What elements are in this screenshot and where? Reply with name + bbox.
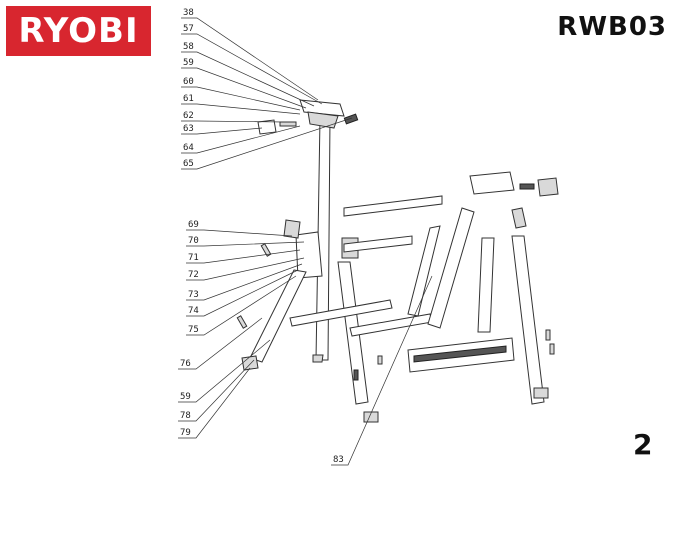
callout-76: 76 xyxy=(180,359,191,369)
callout-59: 59 xyxy=(183,58,194,68)
screw-2 xyxy=(236,315,248,329)
callout-75: 75 xyxy=(188,325,199,335)
callout-60: 60 xyxy=(183,77,194,87)
callout-78: 78 xyxy=(180,411,191,421)
screw-3 xyxy=(353,369,359,381)
right-assembly xyxy=(377,171,559,405)
top-board xyxy=(343,195,443,217)
left-assembly xyxy=(236,99,443,423)
callout-79: 79 xyxy=(180,428,191,438)
right-screw-2 xyxy=(549,343,555,355)
clamp-screw xyxy=(279,121,297,127)
callout-83: 83 xyxy=(333,455,344,465)
callout-labels: 38 57 58 59 60 61 62 63 64 65 69 70 71 7… xyxy=(180,8,344,465)
page-number: 2 xyxy=(633,428,653,461)
right-inner-leg xyxy=(407,225,441,317)
hinge-block xyxy=(295,231,323,279)
right-screw-3 xyxy=(377,355,383,365)
right-clamp-screw xyxy=(519,183,535,190)
work-tray-slot xyxy=(413,345,507,363)
lower-rail xyxy=(289,299,393,327)
ryobi-logo: RYOBI xyxy=(6,6,151,56)
callout-59b: 59 xyxy=(180,392,191,402)
top-pin xyxy=(343,113,359,125)
callout-61: 61 xyxy=(183,94,194,104)
upper-rail xyxy=(343,235,413,253)
right-outer-leg xyxy=(511,235,545,405)
left-leg-foot xyxy=(241,355,259,371)
top-bracket-plate xyxy=(307,111,339,129)
callout-62: 62 xyxy=(183,111,194,121)
callout-64: 64 xyxy=(183,143,194,153)
right-diagonal-leg xyxy=(427,207,475,329)
callout-70: 70 xyxy=(188,236,199,246)
right-post xyxy=(477,237,495,333)
leader-lines xyxy=(178,17,433,466)
callout-69: 69 xyxy=(188,220,199,230)
callout-74: 74 xyxy=(188,306,199,316)
screw-1 xyxy=(260,243,272,257)
callout-72: 72 xyxy=(188,270,199,280)
callout-58: 58 xyxy=(183,42,194,52)
right-side-cap xyxy=(511,207,527,229)
right-foot-cap xyxy=(533,387,549,399)
right-clamp-knob xyxy=(537,177,559,197)
callout-63: 63 xyxy=(183,124,194,134)
callout-71: 71 xyxy=(188,253,199,263)
right-screw-1 xyxy=(545,329,551,341)
model-number: RWB03 xyxy=(557,12,667,42)
right-top-bracket xyxy=(469,171,515,195)
callout-65: 65 xyxy=(183,159,194,169)
foot-cap-83 xyxy=(363,411,379,423)
left-diagonal-leg xyxy=(249,269,307,363)
callout-57: 57 xyxy=(183,24,194,34)
logo-text: RYOBI xyxy=(18,11,139,51)
hinge-cap xyxy=(283,219,301,239)
callout-73: 73 xyxy=(188,290,199,300)
lower-rail-2 xyxy=(349,313,433,337)
callout-38: 38 xyxy=(183,8,194,18)
left-post-foot xyxy=(312,354,324,363)
